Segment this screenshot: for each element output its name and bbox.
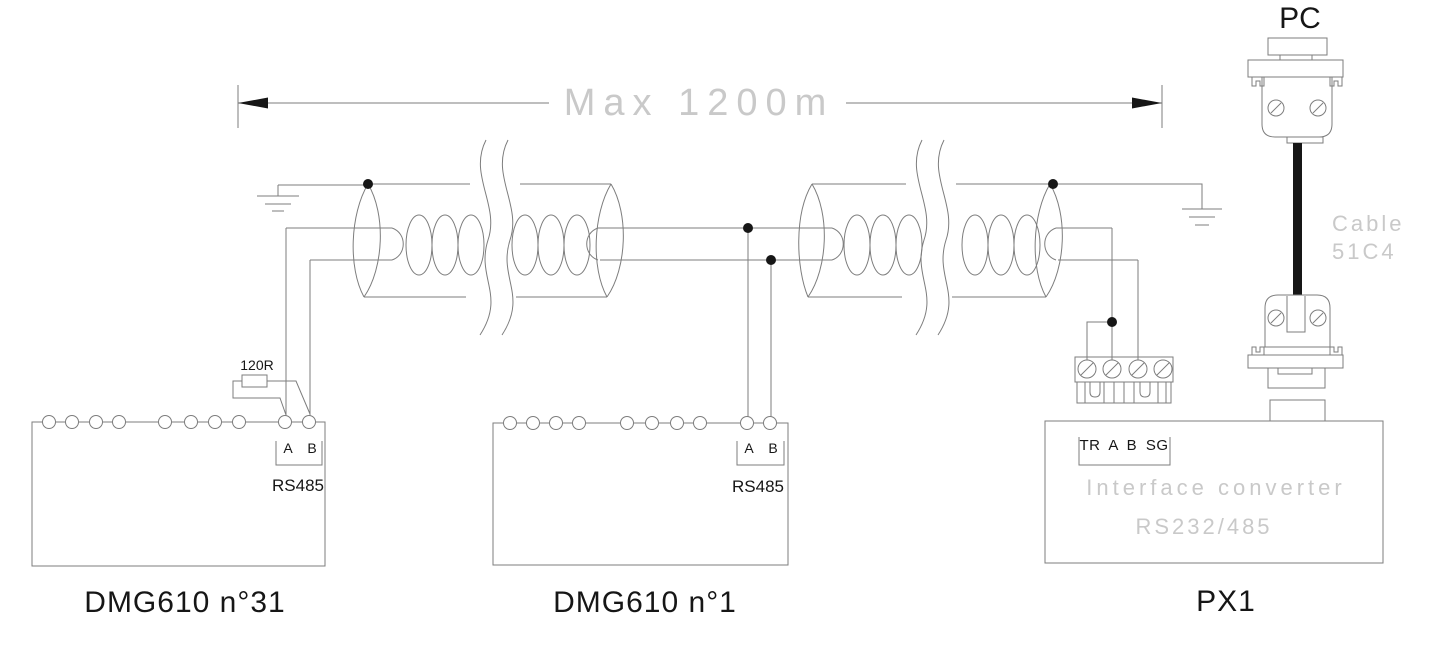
device2-terminal-a-label: A [744,440,754,456]
device1-terminal-a-label: A [283,440,293,456]
device2-outline [492,416,789,566]
device2-port-label: RS485 [732,477,784,496]
device1-terminal-b-label: B [307,440,317,456]
rs485-wire-a [285,227,1113,417]
max-distance-label: Max 1200m [563,82,835,124]
ground-symbol-left [257,184,368,212]
converter-subtitle: RS232/485 [1135,514,1273,539]
device1-outline [31,374,326,567]
resistor-label: 120R [240,357,274,373]
junction-dots [363,179,1117,327]
device2-terminals [503,416,777,430]
device2-terminal-b-label: B [768,440,778,456]
shielded-cable-left [352,139,624,336]
device1-name: DMG610 n°31 [84,586,286,619]
cable-name-line2: 51C4 [1332,239,1397,264]
converter-name: PX1 [1196,585,1256,618]
termination-resistor [241,374,268,388]
ground-symbol-right [1053,183,1222,226]
device2-name: DMG610 n°1 [553,586,737,619]
dsub-connector-converter [1247,294,1344,422]
converter-terminal-block [1074,356,1174,404]
dsub-connector-pc [1247,37,1344,144]
converter-outline [1044,356,1384,564]
converter-title: Interface converter [1086,475,1346,500]
pc-label: PC [1279,2,1321,35]
cable-name-line1: Cable [1332,211,1405,236]
serial-cable [1293,143,1302,295]
device1-terminals [42,415,316,429]
shielded-cable-right [798,139,1063,336]
dimension-line [237,85,1163,128]
converter-terminal-strip-label: TR A B SG [1079,437,1169,454]
device1-port-label: RS485 [272,476,324,495]
rs485-wire-b [309,259,1139,417]
